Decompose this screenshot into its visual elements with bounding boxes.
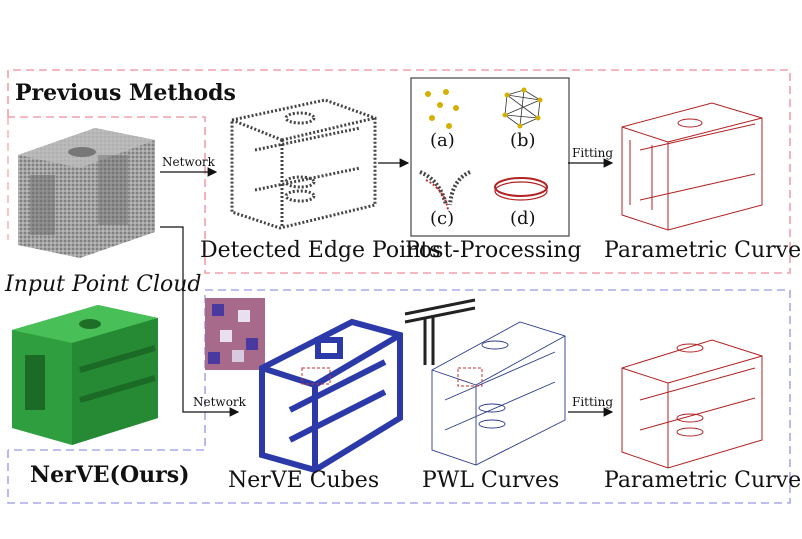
pwl-zoom-box [457, 367, 483, 387]
nerve-cubes-image [259, 318, 403, 474]
pwl-curves-image [431, 321, 566, 466]
network-label-top: Network [162, 155, 215, 169]
previous-methods-frame [7, 69, 791, 274]
input-point-cloud-image [18, 128, 155, 258]
parametric-curve-bottom-image [621, 339, 763, 469]
option-d-ring [494, 177, 548, 201]
parametric-curve-top-label: Parametric Curve [604, 238, 802, 263]
previous-methods-title: Previous Methods [15, 80, 236, 106]
network-label-bottom: Network [193, 395, 246, 409]
parametric-curve-bottom-label: Parametric Curve [604, 468, 802, 493]
nerve-cubes-zoom [205, 298, 265, 370]
option-c-points [419, 170, 471, 211]
option-a-label: (a) [430, 130, 455, 151]
post-processing-box [410, 77, 570, 237]
nerve-cubes-label: NerVE Cubes [228, 468, 380, 493]
pwl-curves-label: PWL Curves [422, 468, 560, 493]
detected-edge-points-label: Detected Edge Points [200, 238, 441, 263]
cube-zoom-box [301, 367, 331, 385]
input-mesh-image [12, 305, 158, 445]
option-a-dots [425, 89, 459, 129]
parametric-curve-top-image [621, 102, 763, 231]
fitting-label-top: Fitting [572, 146, 614, 160]
ours-title: NerVE(Ours) [30, 462, 190, 488]
ours-frame [7, 289, 791, 504]
post-processing-label: Post-Processing [405, 238, 582, 263]
fitting-label-bottom: Fitting [572, 395, 614, 409]
option-b-nodes [502, 87, 543, 129]
option-b-label: (b) [510, 130, 536, 151]
detected-edge-points-image [230, 98, 377, 230]
option-d-label: (d) [510, 208, 536, 229]
input-point-cloud-label: Input Point Cloud [5, 272, 202, 297]
network-arrow-bottom [160, 226, 240, 417]
option-c-label: (c) [430, 208, 455, 229]
pwl-zoom [404, 298, 476, 365]
